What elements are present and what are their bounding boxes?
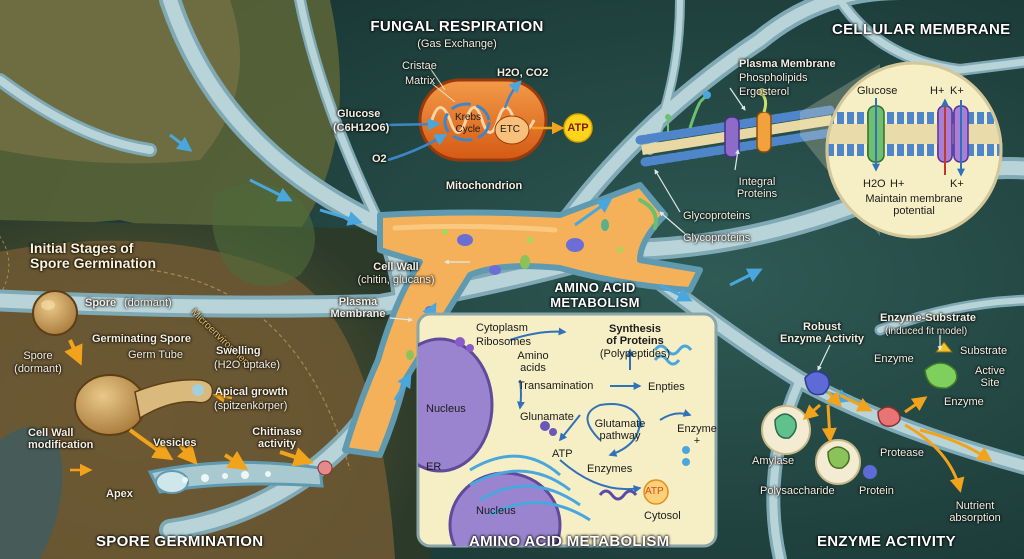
enzyme-activity-footer: ENZYME ACTIVITY [817, 533, 956, 550]
amino-acid-panel [416, 312, 718, 548]
spore-left-state: (dormant) [14, 363, 62, 375]
atp-label-amino-1: ATP [552, 448, 573, 460]
robust-enzyme-label: Robust Enzyme Activity [780, 321, 864, 345]
inset-h2o-label: H2O [863, 178, 886, 190]
active-site-label: Active Site [975, 365, 1005, 389]
respiration-title: FUNGAL RESPIRATION [370, 18, 544, 35]
enzyme-substrate-title: Enzyme-Substrate [880, 312, 976, 324]
inset-h-label: H+ [930, 85, 945, 97]
plasma-membrane-hypha-label: Plasma Membrane [330, 296, 386, 320]
nucleus-icon [418, 337, 494, 473]
substrate-label: Substrate [960, 345, 1008, 357]
enzymes-label: Enzymes [587, 463, 633, 475]
nucleus-label-1: Nucleus [426, 403, 466, 415]
cell-wall-detail: (chitin, glucans) [357, 274, 435, 286]
spore-dormant-label: Spore [85, 297, 117, 309]
inset-k-label: K+ [950, 85, 964, 97]
enzyme-plus-label: Enzyme + [677, 423, 717, 447]
synthesis-label: Synthesis of Proteins [606, 323, 664, 347]
synthesis-detail: (Polypeptides) [599, 348, 671, 360]
mitochondrion-label: Mitochondrion [445, 180, 523, 192]
cytosol-label: Cytosol [644, 510, 681, 522]
glucose-formula: (C6H12O6) [333, 122, 390, 134]
apical-growth-label: Apical growth [215, 386, 288, 398]
inset-caption: Maintain membrane potential [865, 193, 963, 217]
germ-tube-label: Germ Tube [128, 349, 184, 361]
krebs-cycle-label: Krebs Cycle [454, 112, 482, 135]
hypha-junction [342, 182, 703, 458]
amylase-label: Amylase [752, 455, 795, 467]
germinating-spore-label: Germinating Spore [92, 333, 192, 345]
membrane-title: CELLULAR MEMBRANE [832, 21, 1011, 38]
apical-growth-detail: (spitzenkörper) [214, 400, 288, 412]
inset-h2-label: H+ [890, 178, 905, 190]
amino-acids-label: Amino acids [517, 350, 549, 374]
vesicles-label: Vesicles [153, 437, 197, 449]
ribosomes-label: Ribosomes [476, 336, 532, 348]
enzyme-substrate-detail: (induced fit model) [885, 326, 968, 337]
cristae-label: Cristae [402, 60, 437, 72]
spore-dormant-state: (dormant) [124, 297, 172, 309]
matrix-label: Matrix [405, 75, 435, 87]
polysaccharide-label: Polysaccharide [760, 485, 835, 497]
inset-k2-label: K+ [950, 178, 964, 190]
enpties-label: Enpties [648, 381, 685, 393]
nucleus-label-2: Nucleus [476, 505, 516, 517]
respiration-subtitle: (Gas Exchange) [417, 38, 497, 50]
protein-label: Protein [859, 485, 894, 497]
er-label: ER [426, 461, 442, 473]
phospholipids-label: Phospholipids [739, 72, 808, 84]
glutamate-pathway-label: Glutamate pathway [594, 418, 646, 442]
glucose-label: Glucose [337, 108, 381, 120]
swelling-detail: (H2O uptake) [214, 359, 281, 371]
etc-label: ETC [500, 124, 520, 135]
enzyme-icon [761, 341, 958, 485]
protease-label: Protease [880, 447, 925, 459]
ergosterol-label: Ergosterol [739, 86, 790, 98]
enzyme-label-1: Enzyme [874, 353, 914, 365]
cell-wall-label: Cell Wall [373, 261, 419, 273]
membrane-bilayer-icon [635, 88, 840, 167]
enzyme-label-2: Enzyme [944, 396, 984, 408]
apex-label: Apex [106, 488, 133, 500]
spore-germination-footer: SPORE GERMINATION [96, 533, 264, 550]
spore-left-label: Spore [23, 350, 53, 362]
amino-acid-footer: AMINO ACID METABOLISM [469, 533, 670, 550]
glycoproteins-label-2: Glycoproteins [683, 232, 751, 244]
glycoproteins-label-1: Glycoproteins [683, 210, 751, 222]
spore-stage-title: Initial Stages of Spore Germination [30, 240, 157, 271]
atp-label-amino-2: ATP [645, 486, 664, 497]
swelling-label: Swelling [216, 345, 261, 357]
glunamate-label: Glunamate [520, 411, 574, 423]
amino-acid-title: AMINO ACID METABOLISM [550, 280, 640, 310]
spore-icon [32, 290, 333, 494]
integral-proteins-label: Integral Proteins [736, 176, 778, 200]
chitinase-label: Chitinase activity [252, 426, 302, 450]
oxygen-label: O2 [372, 153, 387, 165]
products-label: H2O, CO2 [497, 67, 549, 79]
cell-wall-modification-label: Cell Wall modification [28, 427, 94, 451]
cytoplasm-label: Cytoplasm [476, 322, 528, 334]
mitochondrion-icon [418, 78, 548, 162]
plasma-membrane-label: Plasma Membrane [739, 58, 836, 70]
atp-label: ATP [566, 121, 590, 135]
inset-glucose-label: Glucose [857, 85, 898, 97]
nutrient-absorption-label: Nutrient absorption [949, 500, 1001, 524]
transamination-label: Transamination [518, 380, 594, 392]
